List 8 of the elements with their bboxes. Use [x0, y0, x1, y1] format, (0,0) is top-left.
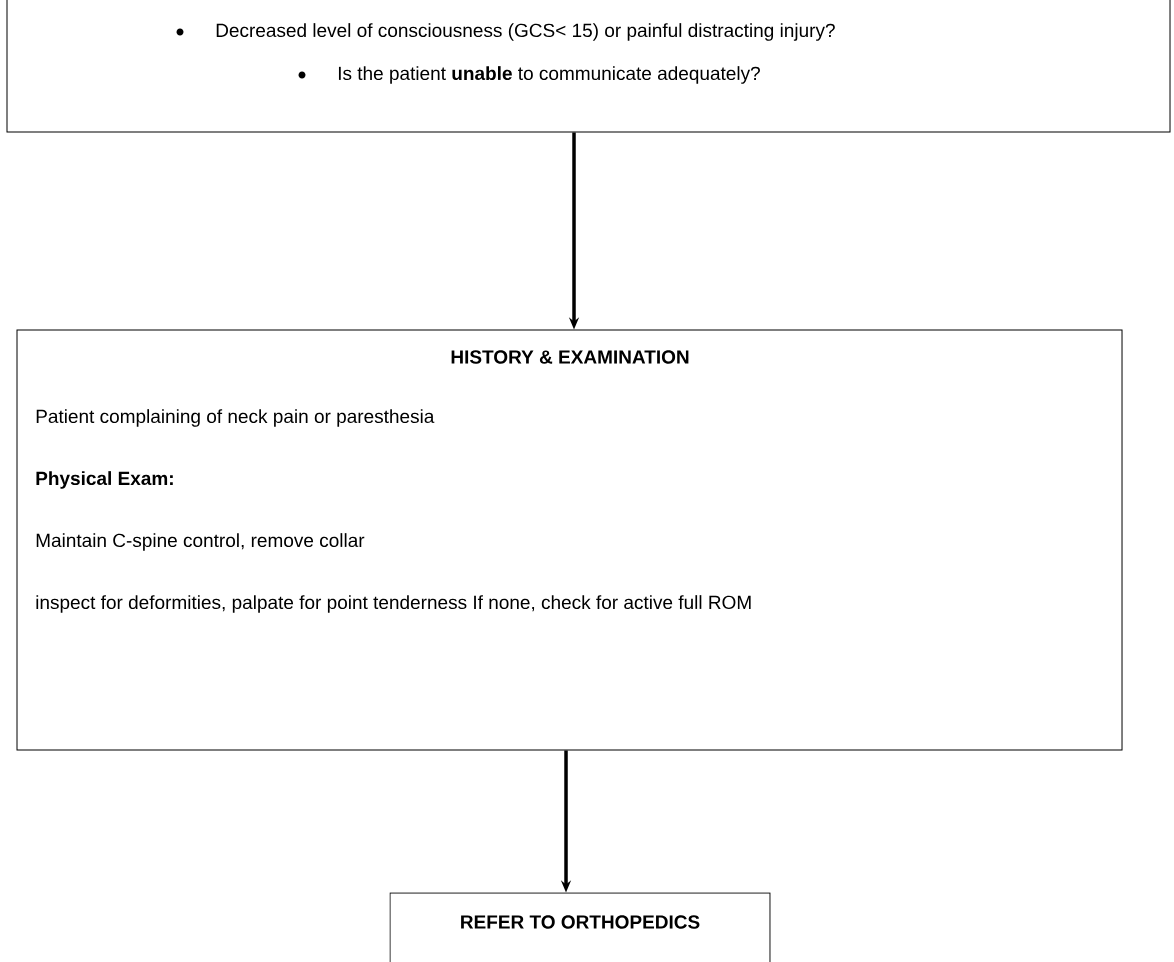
section-heading: HISTORY & EXAMINATION [451, 350, 689, 364]
box-heading: REFER TO ORTHOPEDICS [461, 915, 700, 929]
bullet-item: Decreased level of consciousness (GCS< 15) or painful distracting injury? [216, 23, 835, 41]
body-text: Maintain C-spine control, remove collar [36, 533, 365, 551]
body-text: inspect for deformities, palpate for point tenderness If none, check for active full ROM [36, 595, 751, 613]
body-text: Patient complaining of neck pain or paresthesia [36, 409, 435, 427]
bullet-item: Is the patient unable to communicate adequately? [338, 66, 760, 84]
subheading: Physical Exam: [36, 471, 173, 489]
